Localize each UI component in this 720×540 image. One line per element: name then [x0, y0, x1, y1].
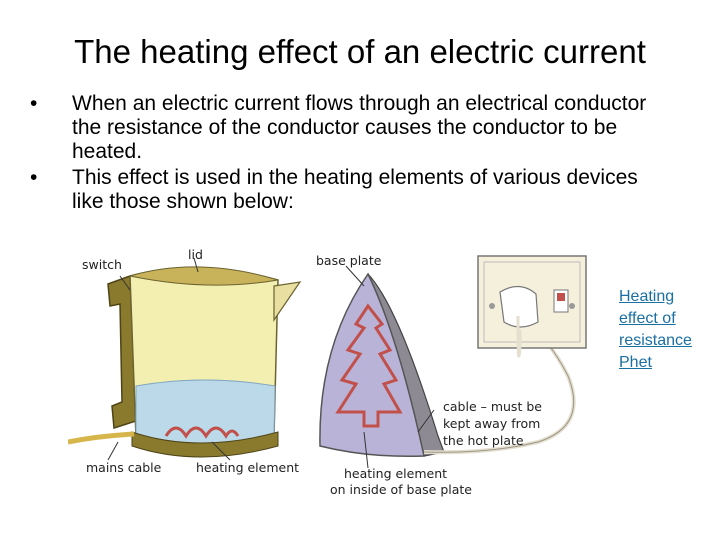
kettle-cable — [68, 431, 135, 445]
label-mains-cable: mains cable — [86, 460, 162, 475]
bullet-item: • This effect is used in the heating ele… — [30, 166, 670, 214]
bullet-text: When an electric current flows through a… — [72, 92, 647, 163]
socket-plug — [499, 285, 539, 328]
label-cable-line2: kept away from — [443, 416, 540, 431]
bullet-dot-icon: • — [30, 92, 38, 115]
link-line: Phet — [619, 354, 652, 371]
iron-illustration: base plate cable – must be kept away fro… — [316, 253, 576, 497]
kettle-base — [131, 431, 279, 458]
phet-simulation-link[interactable]: Heating effect of resistance Phet — [619, 286, 714, 374]
heating-devices-illustration: switch lid mains cable heating element b… — [68, 246, 588, 502]
kettle-spout — [273, 281, 302, 322]
kettle-illustration: switch lid mains cable heating element — [68, 247, 302, 475]
socket-screw-left — [489, 303, 495, 309]
link-line: Heating — [619, 288, 675, 305]
label-cable-line1: cable – must be — [443, 399, 542, 414]
page-title: The heating effect of an electric curren… — [74, 33, 646, 70]
bullet-dot-icon: • — [30, 166, 38, 189]
kettle-lid — [129, 266, 279, 286]
label-lid: lid — [188, 247, 203, 262]
link-line: resistance — [619, 332, 692, 349]
illustration-svg: switch lid mains cable heating element b… — [68, 247, 587, 497]
bullet-text: This effect is used in the heating eleme… — [72, 166, 638, 213]
socket-screw-right — [569, 303, 575, 309]
iron-element — [335, 303, 403, 428]
kettle-element-coil — [164, 426, 240, 439]
label-switch: switch — [82, 257, 122, 272]
label-iron-element-line1: heating element — [344, 466, 447, 481]
label-base-plate: base plate — [316, 253, 382, 268]
link-line: effect of — [619, 310, 676, 327]
label-iron-element-line2: on inside of base plate — [330, 482, 472, 497]
bullet-item: • When an electric current flows through… — [30, 92, 670, 164]
wall-socket-illustration — [477, 255, 587, 358]
label-heating-element: heating element — [196, 460, 299, 475]
label-cable-line3: the hot plate — [443, 433, 524, 448]
bullet-list: • When an electric current flows through… — [30, 92, 670, 216]
